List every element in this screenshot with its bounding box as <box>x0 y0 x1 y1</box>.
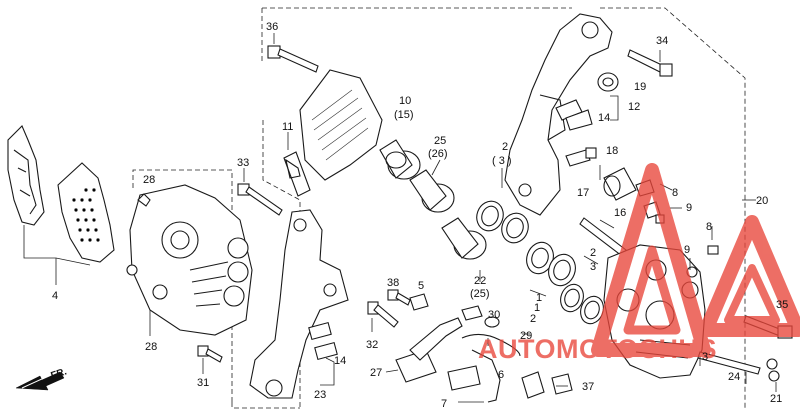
speed-sensor-assembly <box>395 317 573 403</box>
callout-12: 12 <box>628 101 640 113</box>
pad-pin <box>283 151 311 197</box>
bushing-19 <box>597 72 619 92</box>
callout-25: 25 <box>434 135 446 147</box>
callout-15: (15) <box>394 109 414 121</box>
callout-25-paren: (25) <box>470 288 490 300</box>
callout-4: 4 <box>52 290 58 302</box>
callout-1-a: 1 <box>536 292 542 304</box>
bolt-32 <box>367 301 399 328</box>
callout-37: 37 <box>582 381 594 393</box>
caliper-bracket-right <box>504 13 613 216</box>
callout-28-top: 28 <box>143 174 155 186</box>
callout-3-lower: 3 <box>702 351 708 363</box>
callout-30: 30 <box>488 309 500 321</box>
front-direction-arrow: FR. <box>15 366 69 391</box>
callout-14-lower: 14 <box>334 355 346 367</box>
callout-23: 23 <box>314 389 326 401</box>
callout-34: 34 <box>656 35 668 47</box>
front-label: FR. <box>50 366 69 382</box>
bolt-36 <box>267 45 319 73</box>
bleeder-valve <box>565 147 597 167</box>
callout-26: (26) <box>428 148 448 160</box>
callout-21: 21 <box>770 393 782 405</box>
callout-22: 22 <box>474 275 486 287</box>
callout-27: 27 <box>370 367 382 379</box>
callout-numbers: 36 34 19 12 14 10 (15) 11 25 (26) 2 ( 3 … <box>52 21 788 410</box>
callout-16: 16 <box>614 207 626 219</box>
brake-pad-rear <box>57 162 115 263</box>
callout-14-upper: 14 <box>598 112 610 124</box>
callout-24: 24 <box>728 371 740 383</box>
clamp-5 <box>409 293 429 311</box>
callout-33: 33 <box>237 157 249 169</box>
bolt-34 <box>627 49 673 77</box>
leader-lines <box>149 165 756 387</box>
callout-8-upper: 8 <box>672 187 678 199</box>
callout-36: 36 <box>266 21 278 33</box>
callout-9-lower: 9 <box>684 244 690 256</box>
callout-28-bottom: 28 <box>145 341 157 353</box>
callout-2-upper: 2 <box>502 141 508 153</box>
caliper-body-left <box>126 184 253 336</box>
callout-18: 18 <box>606 145 618 157</box>
bolt-33 <box>237 183 283 216</box>
callout-5: 5 <box>418 280 424 292</box>
callout-9-upper: 9 <box>686 202 692 214</box>
callout-2-lower: 2 <box>530 313 536 325</box>
pins-24-21 <box>697 351 780 382</box>
callout-38: 38 <box>387 277 399 289</box>
callout-31: 31 <box>197 377 209 389</box>
callout-10: 10 <box>399 95 411 107</box>
callout-2-mid: 2 <box>590 247 596 259</box>
brake-pad-front <box>7 125 45 226</box>
callout-3-mid: 3 <box>590 261 596 273</box>
collar <box>379 139 487 260</box>
pad-spring <box>299 69 383 181</box>
callout-8-lower: 8 <box>706 221 712 233</box>
piston-seals-upper <box>476 200 529 244</box>
bolt-31 <box>197 345 223 363</box>
callout-19: 19 <box>634 81 646 93</box>
watermark-text: AUTOMOTOCHUS <box>478 334 717 364</box>
callout-3-upper: ( 3 ) <box>492 155 512 167</box>
callout-11: 11 <box>282 121 293 133</box>
callout-17: 17 <box>577 187 589 199</box>
watermark-logo: AUTOMOTOCHUS <box>478 163 800 364</box>
callout-6: 6 <box>498 369 504 381</box>
callout-7: 7 <box>441 398 447 410</box>
pad-retainer <box>555 99 593 131</box>
callout-35: 35 <box>776 299 788 311</box>
callout-1-b: 1 <box>534 302 540 314</box>
bolt-38 <box>387 289 411 306</box>
callout-29: 29 <box>520 330 532 342</box>
caliper-bracket-left <box>249 209 349 399</box>
clip-30 <box>461 305 500 328</box>
callout-20: 20 <box>756 195 768 207</box>
piston-seals-lower <box>526 241 604 325</box>
callout-32: 32 <box>366 339 378 351</box>
